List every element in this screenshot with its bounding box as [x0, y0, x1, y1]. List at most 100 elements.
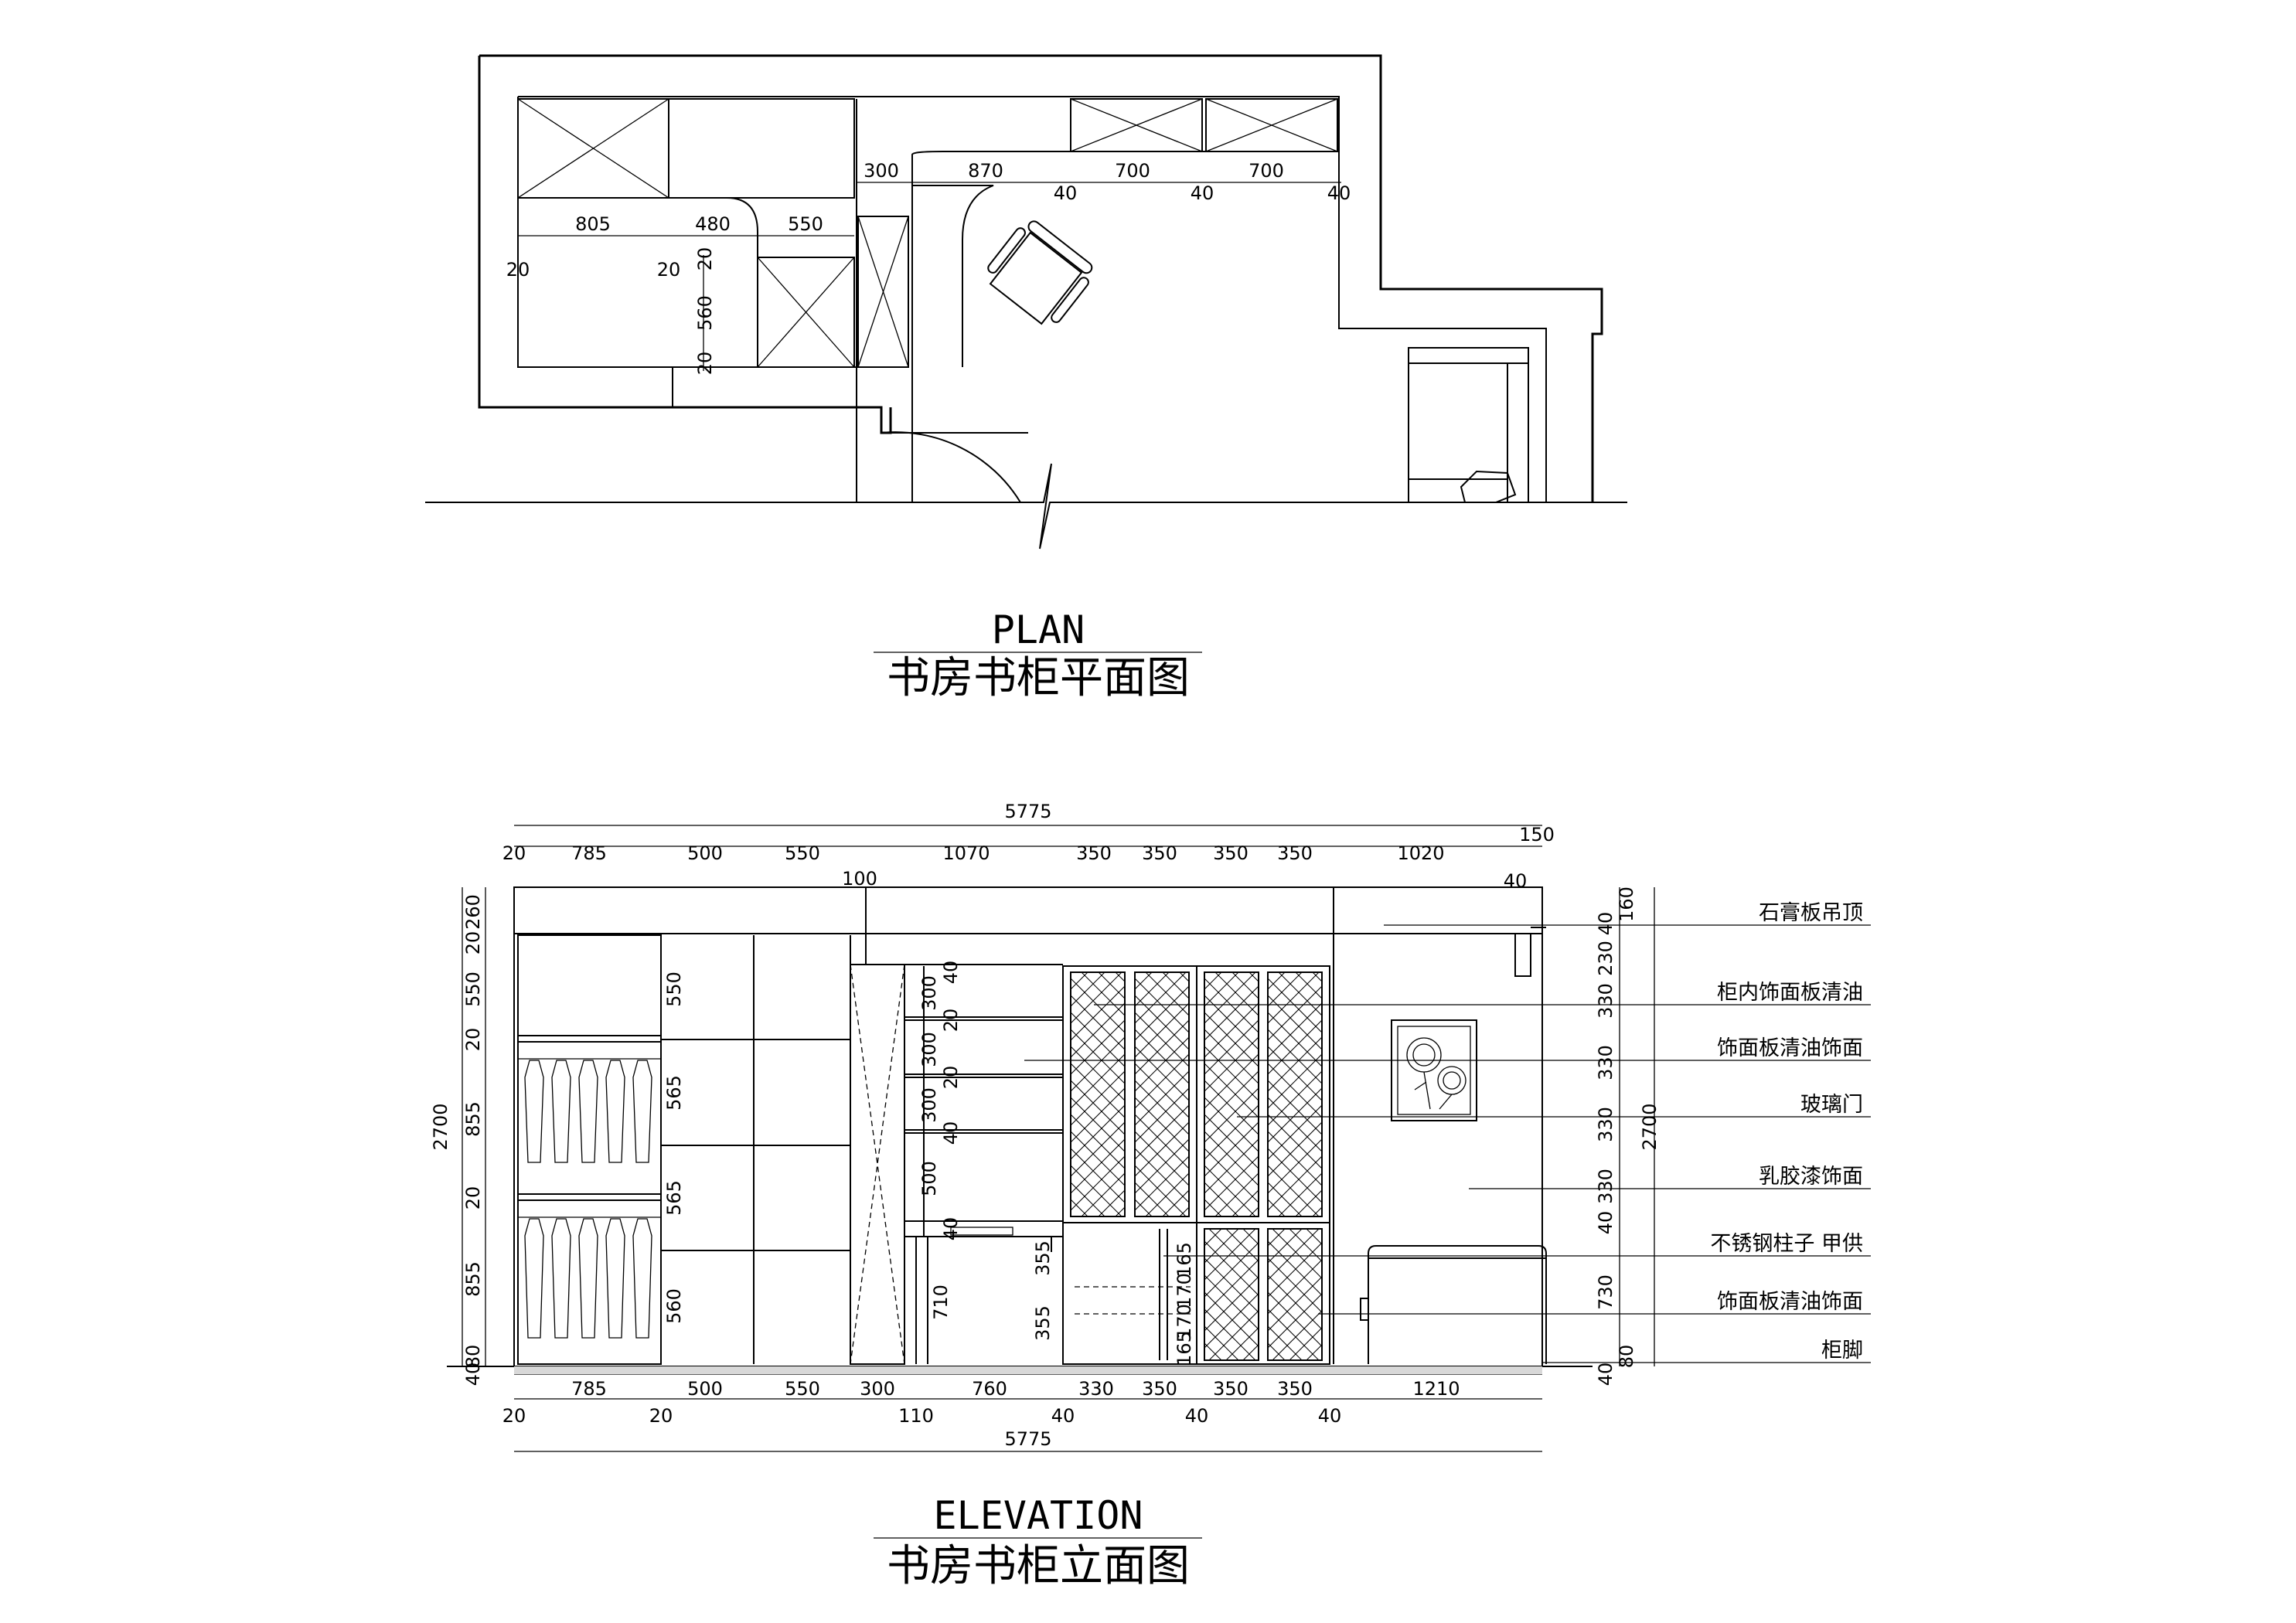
hatch-line — [1204, 1012, 1259, 1067]
hatch-line — [1278, 972, 1322, 1016]
plan-dim-v20a: 20 — [694, 247, 716, 271]
hatch-line — [1204, 1070, 1259, 1126]
hatch-line — [1071, 1097, 1125, 1152]
elev-bottom-dim-small: 110 — [898, 1405, 934, 1427]
hatch-line — [1311, 1229, 1443, 1360]
hatch-line — [1534, 972, 1778, 1216]
hatch-line — [1204, 1053, 1259, 1109]
hatch-line — [1282, 972, 1526, 1216]
side-panel-x — [850, 964, 905, 1365]
hatch-line — [1204, 1148, 1259, 1203]
right-wall-area — [1333, 887, 1547, 1364]
hatch-line — [1268, 1259, 1322, 1315]
hatch-line — [1204, 1229, 1222, 1247]
hatch-line — [1204, 972, 1239, 1007]
hatch-line — [1268, 1087, 1322, 1143]
elev-top-dim: 20 — [502, 842, 526, 864]
plan-title-en: PLAN — [992, 607, 1085, 652]
hatch-line — [1225, 1229, 1259, 1262]
hatch-line — [1340, 1229, 1472, 1360]
plan-dim-20a: 20 — [506, 259, 530, 281]
hatch-line — [1204, 995, 1259, 1050]
hatch-line — [1204, 1131, 1259, 1186]
hatch-line — [1466, 972, 1710, 1216]
elev-top-dim: 350 — [1076, 842, 1112, 864]
hatch-line — [1150, 972, 1394, 1216]
hatch-line — [1345, 1229, 1477, 1360]
elev-bottom-dim: 1210 — [1412, 1378, 1460, 1400]
hatch-line — [1300, 972, 1545, 1216]
elev-lower-dim: 355 — [1032, 1305, 1054, 1341]
elev-right-dim: 330 — [1595, 1045, 1616, 1080]
elev-bottom-dim: 330 — [1078, 1378, 1114, 1400]
lower-cabinet-doors — [1062, 1222, 1557, 1365]
hatch-line — [1071, 978, 1125, 1033]
hatch-line — [1071, 1036, 1125, 1092]
hatch-line — [1534, 972, 1778, 1216]
hatch-line — [1214, 972, 1259, 1016]
hatch-line — [1135, 1131, 1189, 1186]
hatch-line — [1436, 972, 1681, 1216]
elev-bottom-dim-small: 20 — [502, 1405, 526, 1427]
elev-top-dim-small: 100 — [842, 868, 877, 890]
elev-top-dim: 1020 — [1397, 842, 1444, 864]
hatch-line — [1328, 1229, 1460, 1360]
glass-hatch-lines — [1268, 1229, 1557, 1360]
elev-right-total: 2700 — [1639, 1103, 1661, 1150]
framed-painting — [1391, 1019, 1477, 1121]
plan-top-cabinet-right — [1070, 98, 1338, 152]
glass-hatch-lines — [1135, 972, 1526, 1216]
elev-bottom-dims: 785 500 550 300 760 330 350 350 350 1210… — [502, 1378, 1460, 1450]
hatch-line — [1204, 1308, 1256, 1360]
hatch-line — [1252, 972, 1496, 1216]
hatch-line — [1204, 985, 1259, 1041]
hatch-line — [1268, 1308, 1320, 1360]
hatch-line — [1225, 1327, 1259, 1360]
hatch-line — [1268, 1199, 1286, 1216]
callouts: 石膏板吊顶 柜内饰面板清油 饰面板清油饰面 玻璃门 乳胶漆饰面 不锈钢柱子 甲供… — [1024, 901, 1871, 1363]
hatch-line — [1268, 972, 1269, 973]
hatch-line — [1340, 1229, 1472, 1360]
elev-bottom-dim: 785 — [571, 1378, 607, 1400]
elev-mid-dims: 40 300 20 300 20 300 40 500 40 710 355 3… — [918, 961, 1195, 1366]
elev-mid-dim: 20 — [940, 1009, 962, 1033]
elev-right-dim: 80 — [1616, 1345, 1637, 1369]
hatch-line — [1135, 1029, 1189, 1084]
hatch-line — [1323, 1229, 1455, 1360]
glass-door-group-upper — [1062, 965, 1778, 1364]
hatch-line — [1071, 972, 1088, 990]
elev-top-dim: 350 — [1142, 842, 1177, 864]
hatch-line — [1426, 1229, 1557, 1360]
hatch-line — [1135, 1165, 1187, 1216]
hatch-line — [1135, 1002, 1189, 1058]
elev-mid-dim: 500 — [918, 1161, 940, 1196]
hatch-line — [1283, 972, 1528, 1216]
hatch-line — [1179, 972, 1189, 982]
elev-left-dim: 855 — [462, 1101, 484, 1137]
elev-top-dim: 550 — [785, 842, 820, 864]
glass-hatch-lines — [1268, 972, 1778, 1216]
hatch-line — [1294, 1229, 1426, 1360]
elev-mid-dim: 20 — [940, 1066, 962, 1090]
hatch-line — [1278, 1172, 1322, 1216]
hatch-line — [1268, 1359, 1269, 1360]
glass-hatch-lines — [1204, 972, 1698, 1216]
elev-top-dim-small: 40 — [1504, 870, 1528, 892]
callout-veneer-finish: 饰面板清油饰面 — [1717, 1036, 1863, 1060]
elev-inner-dim: 550 — [663, 971, 685, 1007]
elev-mid-dim: 300 — [918, 1032, 940, 1067]
plan-floor-line — [425, 463, 1627, 550]
hatch-line — [1248, 972, 1259, 982]
sofa-elevation-icon — [1360, 1245, 1547, 1364]
plan-dim-v560: 560 — [694, 295, 716, 331]
callout-glass-door: 玻璃门 — [1800, 1093, 1863, 1117]
hatch-line — [1248, 1206, 1259, 1216]
hatch-line — [1453, 972, 1698, 1216]
hatch-line — [1133, 972, 1377, 1216]
plan-dim-480: 480 — [695, 213, 731, 235]
elev-lower-dim: 170 — [1174, 1304, 1195, 1339]
elev-left-dim: 20 — [462, 931, 484, 955]
plan-dim-40c: 40 — [1327, 182, 1351, 204]
elev-mid-dim: 40 — [940, 961, 962, 985]
desk-section — [865, 887, 1063, 1364]
